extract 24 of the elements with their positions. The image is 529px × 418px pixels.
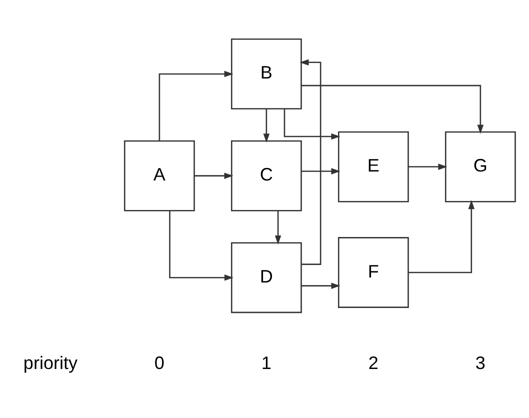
arrow — [169, 210, 234, 281]
node-box: E — [338, 131, 409, 202]
node-box: C — [230, 140, 302, 212]
node-box: G — [444, 131, 516, 202]
label: 3 — [475, 352, 486, 373]
arrow — [408, 164, 448, 170]
arrow — [301, 282, 340, 289]
arrow — [263, 109, 270, 143]
arrow — [158, 70, 234, 141]
arrow — [284, 108, 340, 140]
node-box: F — [338, 237, 409, 308]
arrow — [301, 168, 340, 174]
label: 1 — [261, 352, 272, 373]
label: 2 — [368, 352, 378, 373]
label: priority — [23, 352, 78, 373]
arrow — [194, 172, 234, 179]
node-box: A — [124, 140, 195, 212]
arrow — [301, 84, 484, 134]
arrow — [408, 200, 475, 274]
arrow — [274, 210, 282, 244]
node-box: D — [230, 242, 302, 314]
arrow — [300, 59, 322, 265]
node-box: B — [230, 38, 302, 110]
label: 0 — [154, 352, 164, 373]
